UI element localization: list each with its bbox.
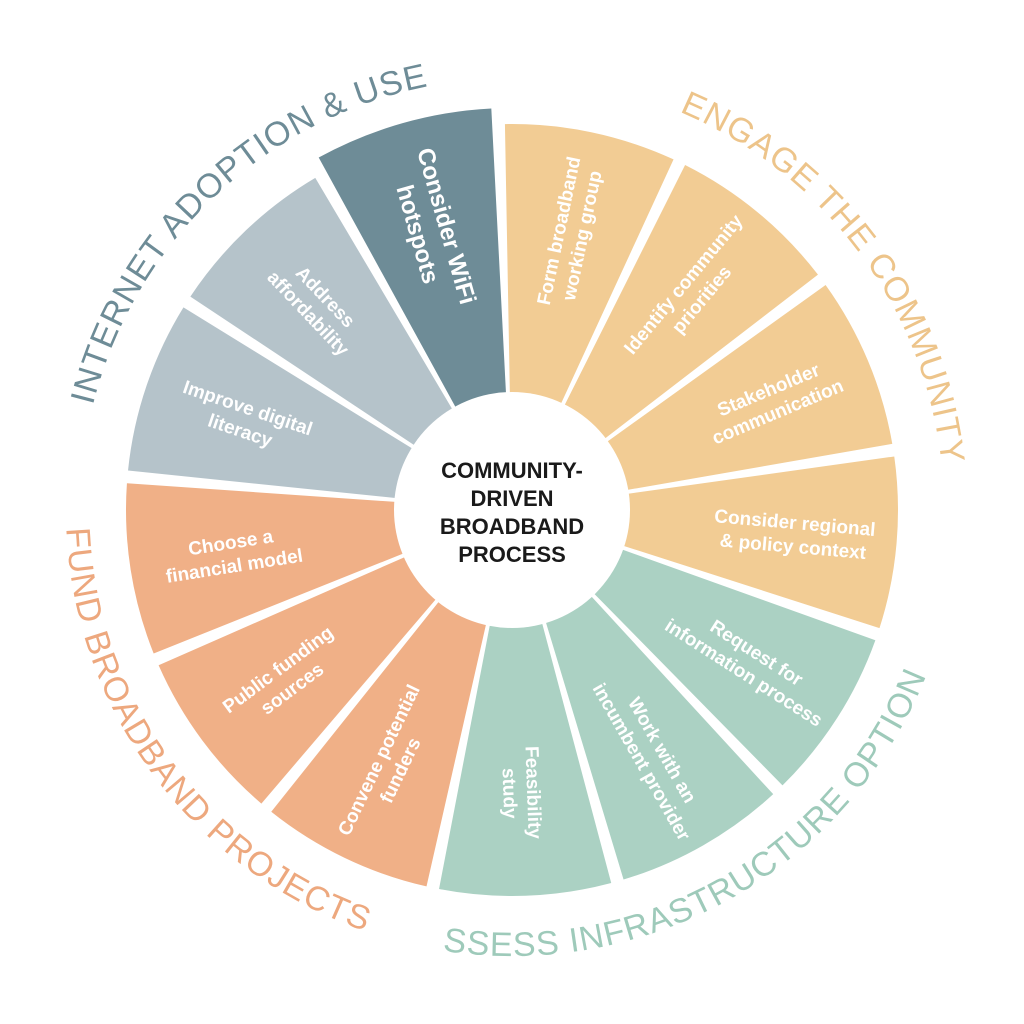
segment-identify-community [558, 164, 818, 447]
segment-consider-wifi [318, 108, 507, 419]
segment-form-broadband [504, 124, 674, 416]
segment-request-for [584, 545, 876, 786]
segment-consider-regional [611, 456, 899, 629]
center-line-3: BROADBAND [440, 514, 584, 539]
segment-choose-a [126, 483, 416, 654]
segment-stakeholder [596, 284, 893, 493]
segment-work-with-an [542, 586, 774, 880]
segment-improve-digital [128, 307, 424, 500]
segment-label-line: Feasibility [520, 746, 544, 840]
center-circle [394, 392, 630, 628]
segment-address [190, 177, 459, 453]
center-line-4: PROCESS [458, 542, 566, 567]
segment-feasibility [439, 610, 612, 896]
segment-label-line: study [497, 768, 520, 820]
segment-public-funding [158, 551, 445, 804]
center-line-1: COMMUNITY- [441, 458, 583, 483]
wheel-center: COMMUNITY- DRIVEN BROADBAND PROCESS [394, 392, 630, 628]
segment-convene-potential [271, 591, 489, 887]
center-line-2: DRIVEN [470, 486, 553, 511]
